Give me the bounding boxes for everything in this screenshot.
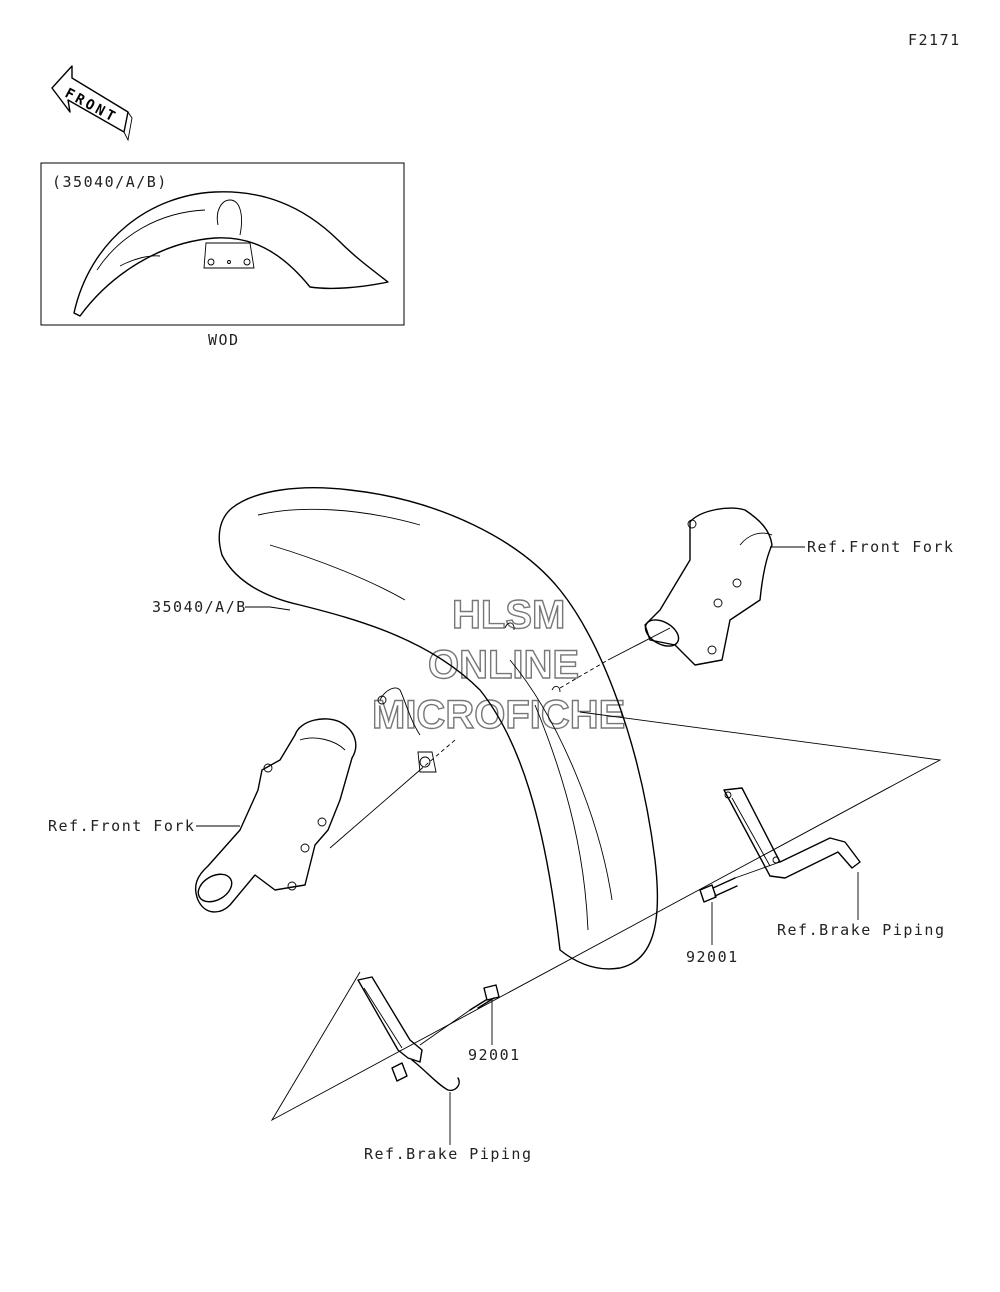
- inset-part-label: (35040/A/B): [52, 173, 168, 191]
- inset-caption: WOD: [208, 331, 240, 349]
- leader-lines: [196, 546, 859, 1145]
- watermark-line1: HLSM: [452, 593, 565, 637]
- watermark-line2: ONLINE: [428, 643, 579, 687]
- watermark: HLSM ONLINE MICROFICHE: [371, 592, 626, 737]
- front-fender-drawing: [218, 487, 659, 970]
- front-arrow-label: FRONT: [62, 85, 120, 126]
- brake-bracket-right-drawing: [723, 787, 861, 879]
- figure-id: F2171: [908, 31, 961, 49]
- front-fork-right-drawing: [644, 507, 773, 666]
- inset-fender-drawing: [73, 191, 389, 317]
- bolt-right-icon: [699, 877, 738, 903]
- assembly-lines: [270, 627, 942, 1122]
- callout-fork-left: Ref.Front Fork: [48, 817, 195, 835]
- front-fork-left-drawing: [194, 718, 357, 913]
- callout-fork-right: Ref.Front Fork: [807, 538, 954, 556]
- bolt-left-icon: [469, 984, 500, 1011]
- callout-brake-left: Ref.Brake Piping: [364, 1145, 533, 1163]
- callout-bolt-right: 92001: [686, 948, 739, 966]
- watermark-line3: MICROFICHE: [372, 693, 625, 737]
- brake-bracket-left-drawing: [357, 976, 460, 1092]
- callout-bolt-left: 92001: [468, 1046, 521, 1064]
- front-arrow-icon: FRONT: [51, 65, 133, 142]
- inset-panel: (35040/A/B) WOD: [40, 162, 405, 349]
- callout-brake-right: Ref.Brake Piping: [777, 921, 946, 939]
- callout-fender: 35040/A/B: [152, 598, 247, 616]
